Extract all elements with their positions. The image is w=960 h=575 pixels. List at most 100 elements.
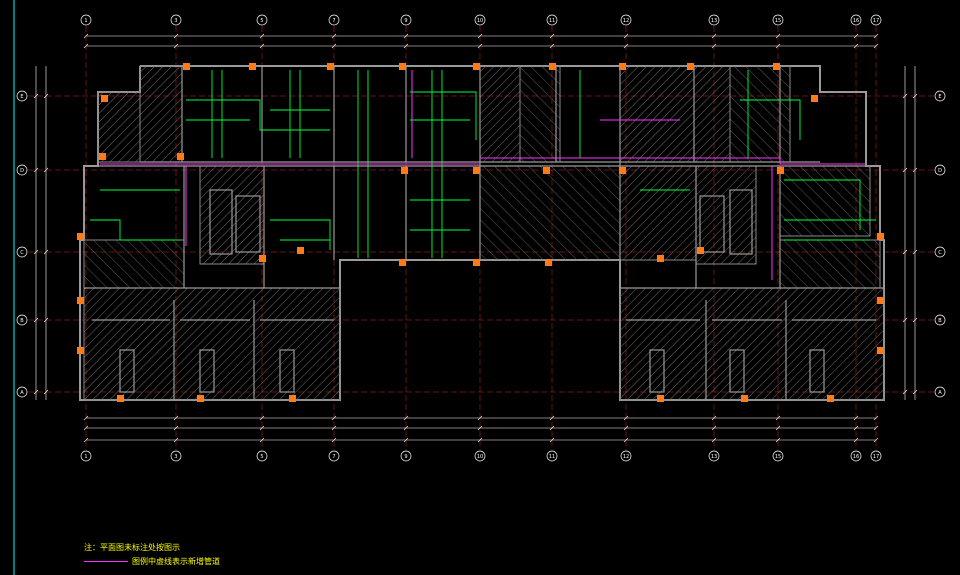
- grid-bubble-top-15: 15: [772, 14, 784, 26]
- grid-bubble-top-3: 3: [170, 14, 182, 26]
- grid-bubble-bottom-1: 1: [80, 450, 92, 462]
- column-marker: [773, 63, 780, 70]
- grid-bubble-bottom-5-label: 5: [260, 454, 263, 460]
- grid-bubble-bottom-7-label: 7: [332, 454, 335, 460]
- column-marker: [687, 63, 694, 70]
- column-marker: [77, 347, 84, 354]
- note-line-2-text: 图例中虚线表示新增管道: [132, 557, 220, 566]
- column-marker: [183, 63, 190, 70]
- grid-bubble-top-11-label: 11: [549, 18, 555, 24]
- column-marker: [811, 95, 818, 102]
- grid-bubble-left-E-label: E: [20, 94, 23, 100]
- column-marker: [877, 233, 884, 240]
- column-marker: [259, 255, 266, 262]
- grid-bubble-top-7: 7: [328, 14, 340, 26]
- column-marker: [297, 247, 304, 254]
- grid-bubble-right-D: D: [934, 164, 946, 176]
- grid-bubble-right-D-label: D: [938, 168, 942, 174]
- grid-bubble-right-A: A: [934, 386, 946, 398]
- interior-partitions: [84, 66, 884, 400]
- column-marker: [399, 259, 406, 266]
- grid-bubble-top-3-label: 3: [174, 18, 177, 24]
- column-marker: [177, 153, 184, 160]
- column-marker: [473, 259, 480, 266]
- column-marker: [327, 63, 334, 70]
- column-marker: [657, 395, 664, 402]
- grid-bubble-left-C-label: C: [20, 250, 24, 256]
- grid-bubble-top-13: 13: [708, 14, 720, 26]
- grid-bubble-right-C-label: C: [938, 250, 942, 256]
- column-marker: [99, 153, 106, 160]
- grid-bubble-left-A-label: A: [20, 390, 24, 396]
- column-marker: [657, 255, 664, 262]
- grid-bubble-left-A: A: [16, 386, 28, 398]
- column-marker: [619, 167, 626, 174]
- column-marker: [741, 395, 748, 402]
- column-marker: [249, 63, 256, 70]
- grid-bubble-right-E: E: [934, 90, 946, 102]
- grid-bubble-top-9-label: 9: [404, 18, 407, 24]
- pipes: [100, 70, 866, 280]
- grid-bubble-bottom-11-label: 11: [549, 454, 555, 460]
- grid-bubble-bottom-3-label: 3: [174, 454, 177, 460]
- grid-bubble-bottom-13-label: 13: [711, 454, 717, 460]
- grid-bubble-top-16: 16: [850, 14, 862, 26]
- column-marker: [543, 167, 550, 174]
- grid-bubble-top-16-label: 16: [853, 18, 859, 24]
- grid-bubble-top-5: 5: [256, 14, 268, 26]
- column-marker: [473, 167, 480, 174]
- grid-bubble-bottom-15: 15: [772, 450, 784, 462]
- column-marker: [77, 297, 84, 304]
- grid-bubble-top-1: 1: [80, 14, 92, 26]
- grid-bubble-right-B-label: B: [938, 318, 942, 324]
- grid-bubble-top-17: 17: [870, 14, 882, 26]
- hatched-zones: [83, 65, 885, 401]
- note-line-2: 图例中虚线表示新增管道: [84, 555, 220, 569]
- grid-bubble-top-7-label: 7: [332, 18, 335, 24]
- grid-bubble-top-10: 10: [474, 14, 486, 26]
- column-marker: [549, 63, 556, 70]
- grid-bubble-top-12: 12: [620, 14, 632, 26]
- grid-bubble-top-11: 11: [546, 14, 558, 26]
- grid-bubble-top-10-label: 10: [477, 18, 483, 24]
- column-marker: [877, 347, 884, 354]
- grid-bubble-right-A-label: A: [938, 390, 942, 396]
- column-marker: [117, 395, 124, 402]
- grid-bubble-left-C: C: [16, 246, 28, 258]
- column-marker: [697, 247, 704, 254]
- column-marker: [289, 395, 296, 402]
- column-marker: [77, 233, 84, 240]
- grid-bubble-bottom-3: 3: [170, 450, 182, 462]
- grid-bubble-top-5-label: 5: [260, 18, 263, 24]
- grid-bubble-top-17-label: 17: [873, 18, 879, 24]
- grid-bubble-bottom-12: 12: [620, 450, 632, 462]
- grid-bubble-top-15-label: 15: [775, 18, 781, 24]
- grid-bubble-bottom-13: 13: [708, 450, 720, 462]
- grid-bubble-top-12-label: 12: [623, 18, 629, 24]
- grid-bubble-left-B: B: [16, 314, 28, 326]
- column-marker: [197, 395, 204, 402]
- grid-bubble-top-13-label: 13: [711, 18, 717, 24]
- note-line-1: 注：平面图未标注处按图示: [84, 543, 180, 552]
- column-marker: [777, 167, 784, 174]
- grid-bubble-bottom-17-label: 17: [873, 454, 879, 460]
- column-marker: [545, 259, 552, 266]
- column-marker: [877, 297, 884, 304]
- grid-bubble-bottom-17: 17: [870, 450, 882, 462]
- grid-bubble-bottom-10-label: 10: [477, 454, 483, 460]
- legend-swatch: [84, 561, 128, 562]
- grid-bubble-bottom-1-label: 1: [84, 454, 87, 460]
- grid-bubble-bottom-5: 5: [256, 450, 268, 462]
- grid-bubble-bottom-16: 16: [850, 450, 862, 462]
- drawing-notes: 注：平面图未标注处按图示 图例中虚线表示新增管道: [84, 541, 220, 569]
- grid-bubble-bottom-7: 7: [328, 450, 340, 462]
- grid-bubble-bottom-12-label: 12: [623, 454, 629, 460]
- grid-bubble-bottom-11: 11: [546, 450, 558, 462]
- structural-columns: [77, 63, 884, 402]
- grid-bubble-left-D-label: D: [20, 168, 24, 174]
- grid-bubble-bottom-15-label: 15: [775, 454, 781, 460]
- grid-bubble-bottom-16-label: 16: [853, 454, 859, 460]
- column-marker: [399, 63, 406, 70]
